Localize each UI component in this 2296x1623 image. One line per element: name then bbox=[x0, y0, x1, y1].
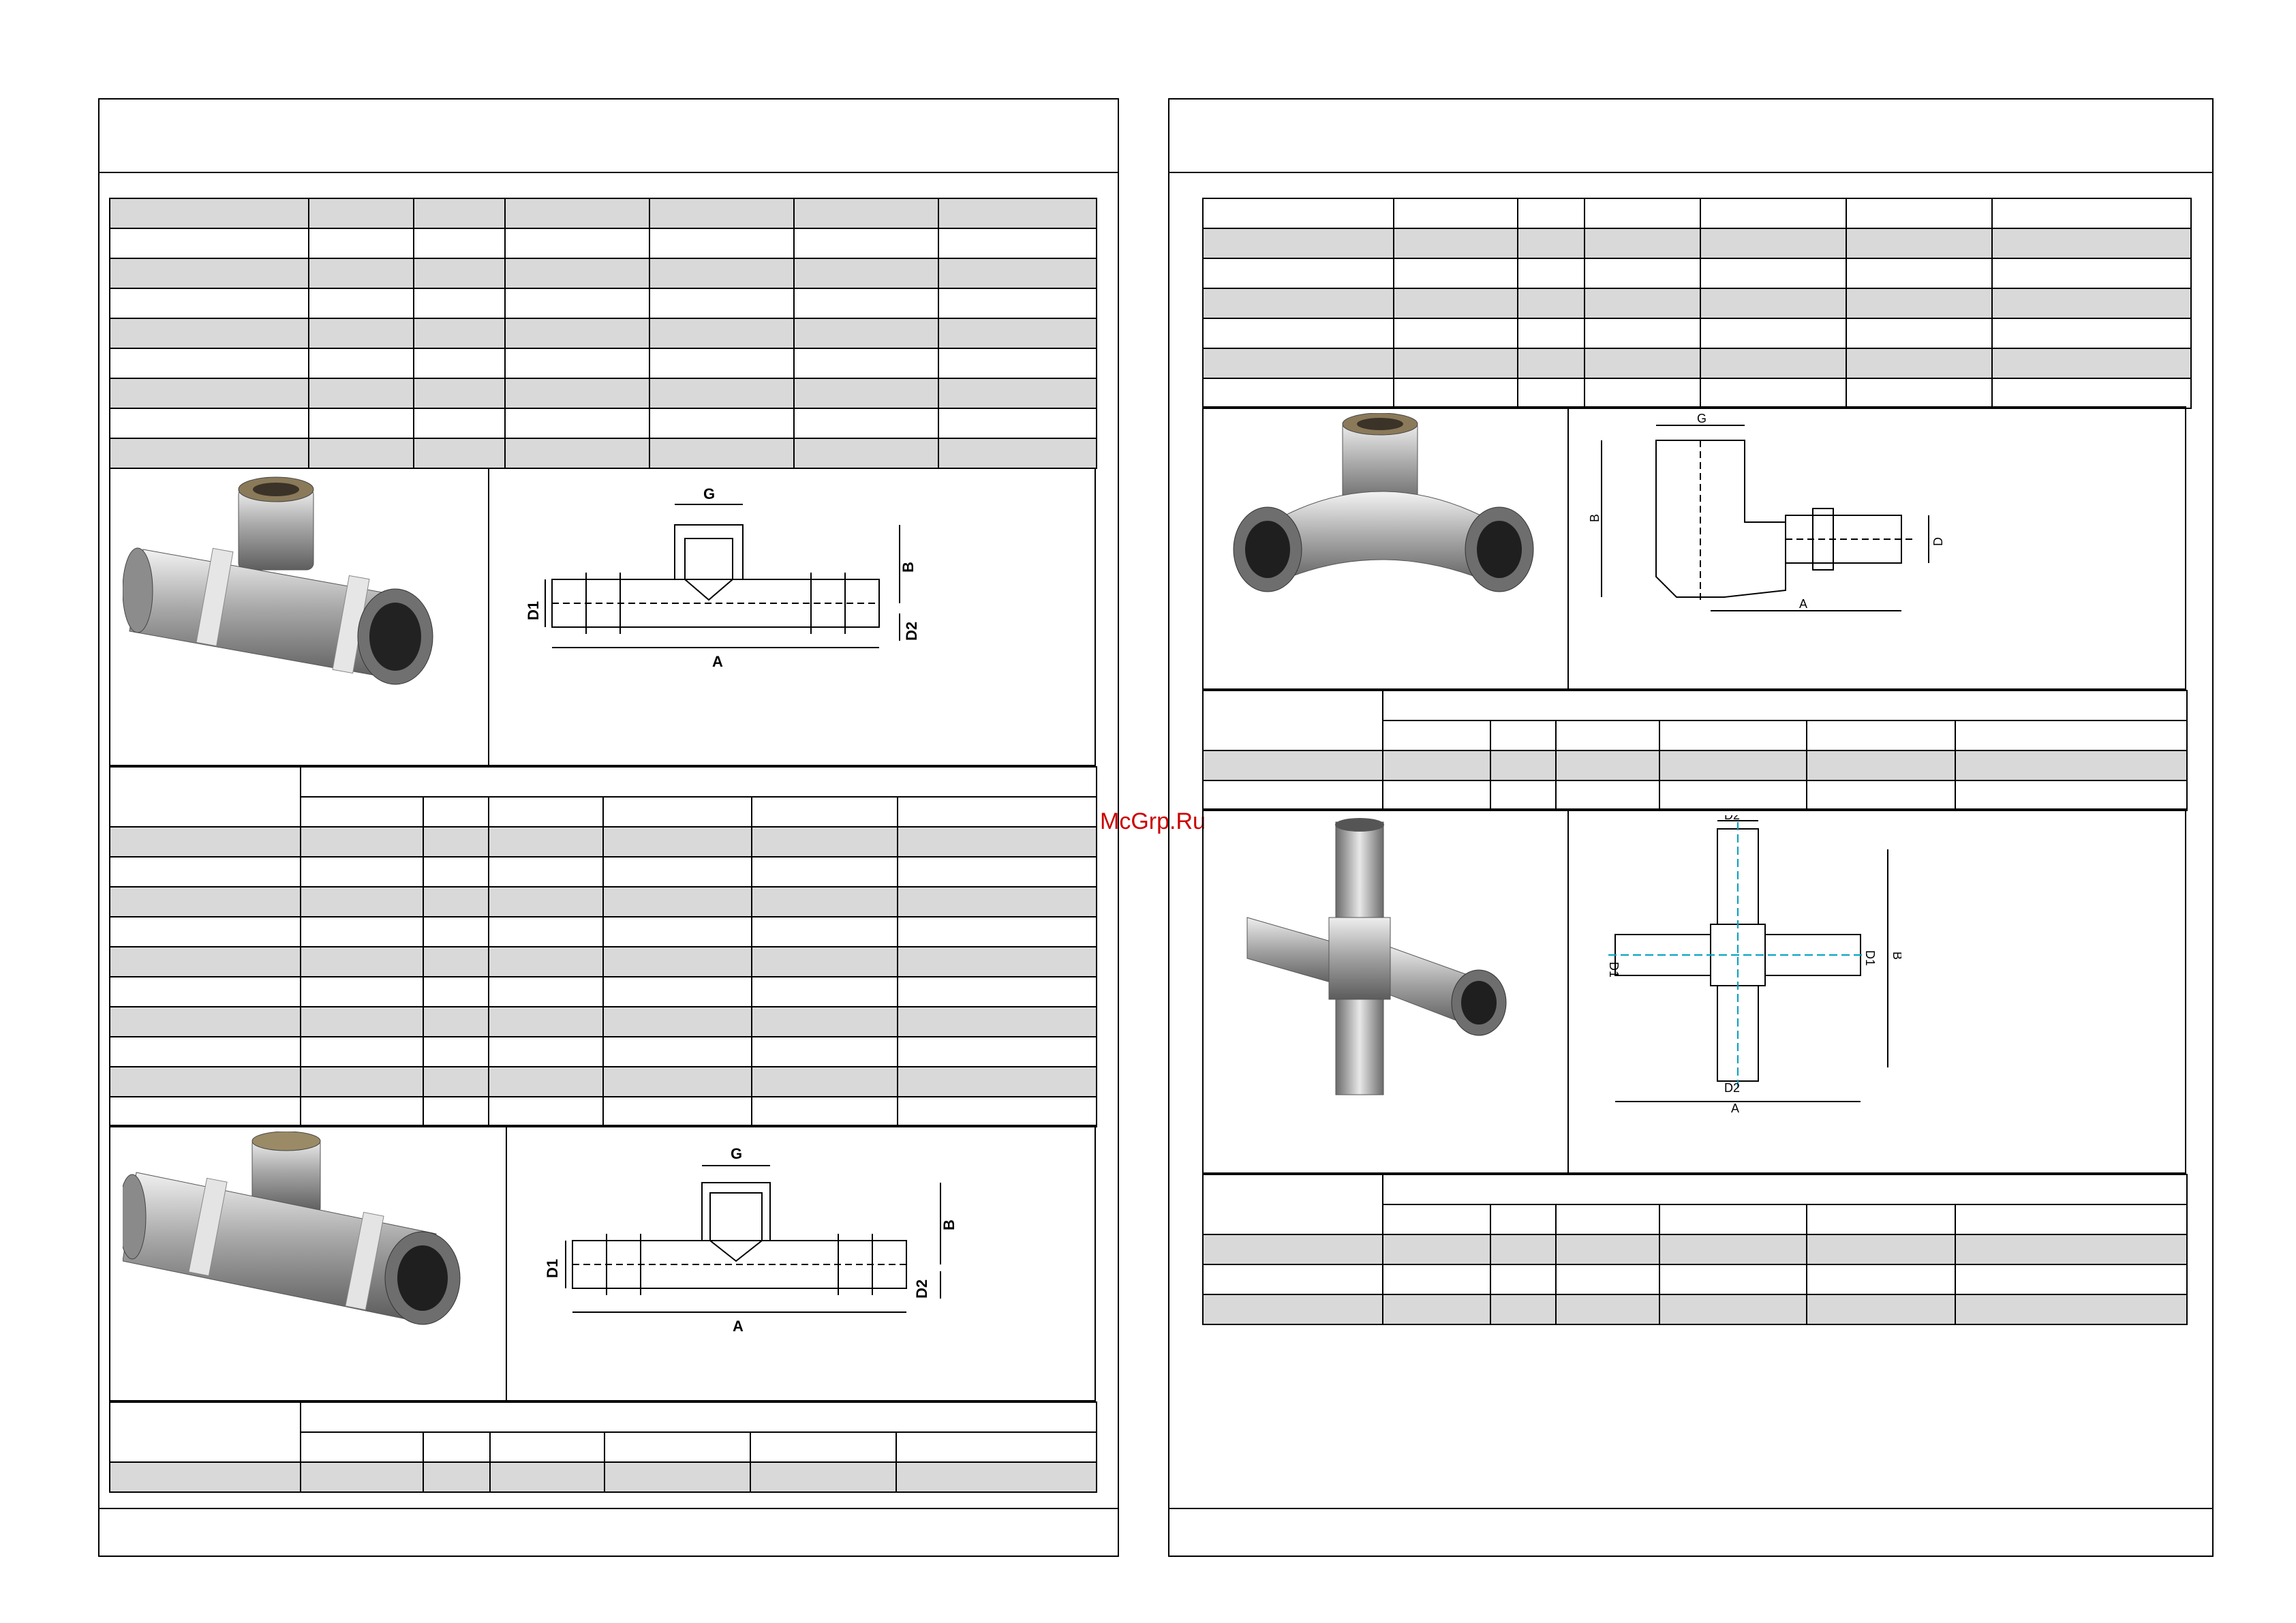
left-table-2 bbox=[109, 766, 1098, 1127]
right-page-header-rule bbox=[1168, 172, 2214, 173]
table-row bbox=[1202, 318, 2192, 349]
dim-d1-label: D1 bbox=[525, 601, 542, 620]
table-row bbox=[109, 826, 1098, 858]
tee-male-drawing: G B D1 D2 A bbox=[544, 1145, 958, 1335]
tee-female-photo bbox=[123, 476, 433, 685]
dim-a-label: A bbox=[1799, 597, 1807, 611]
table-row bbox=[1202, 1264, 2188, 1295]
dim-a-label: A bbox=[1731, 1102, 1739, 1115]
table-row bbox=[1203, 720, 2188, 751]
table-row bbox=[109, 198, 1097, 229]
table-row bbox=[109, 856, 1098, 888]
table-row bbox=[109, 288, 1097, 319]
tee-female-divider bbox=[488, 468, 489, 766]
table-row bbox=[109, 886, 1098, 917]
table-row bbox=[1202, 1174, 2188, 1235]
table-row bbox=[109, 1096, 1098, 1127]
table-row bbox=[109, 378, 1097, 409]
watermark: McGrp.Ru bbox=[1100, 808, 1206, 834]
tee-female-block bbox=[109, 468, 1096, 766]
elbow-photo bbox=[1233, 413, 1534, 592]
dim-g-label: G bbox=[731, 1145, 742, 1162]
table-row bbox=[109, 258, 1097, 289]
table-row bbox=[109, 976, 1098, 1007]
dim-b-label: B bbox=[1588, 514, 1602, 522]
dim-g-label: G bbox=[1697, 413, 1706, 425]
dim-b-label: B bbox=[1891, 952, 1901, 960]
table-row bbox=[1203, 1204, 2188, 1235]
tee-male-photo bbox=[123, 1132, 461, 1325]
table-row bbox=[109, 438, 1097, 469]
table-row bbox=[1202, 228, 2192, 259]
dim-d2-bottom-label: D2 bbox=[1724, 1081, 1740, 1095]
dim-g-label: G bbox=[703, 485, 715, 502]
table-row bbox=[109, 408, 1097, 439]
table-row bbox=[110, 796, 1098, 828]
table-row bbox=[109, 1401, 1098, 1463]
dim-d1-left-label: D1 bbox=[1607, 962, 1621, 977]
table-row bbox=[1202, 348, 2192, 379]
table-row bbox=[1202, 750, 2188, 781]
table-row bbox=[109, 1036, 1098, 1067]
right-table-1 bbox=[1202, 198, 2192, 409]
dim-b-label: B bbox=[900, 562, 917, 573]
table-row bbox=[1202, 690, 2188, 751]
cross-divider bbox=[1567, 808, 1569, 1174]
table-row bbox=[109, 318, 1097, 349]
dim-d2-label: D2 bbox=[903, 622, 920, 641]
left-page-footer-rule bbox=[98, 1508, 1119, 1509]
tee-female-drawing: G B D1 D2 A bbox=[525, 485, 920, 670]
tee-male-block bbox=[109, 1125, 1096, 1401]
table-row bbox=[109, 1006, 1098, 1037]
right-page-footer-rule bbox=[1168, 1508, 2214, 1509]
table-row bbox=[1202, 288, 2192, 319]
dim-a-label: A bbox=[733, 1318, 744, 1335]
table-row bbox=[1202, 378, 2192, 409]
table-row bbox=[109, 348, 1097, 379]
table-row bbox=[1202, 258, 2192, 289]
elbow-divider bbox=[1567, 406, 1569, 690]
left-table-3 bbox=[109, 1401, 1098, 1493]
cross-photo bbox=[1246, 818, 1507, 1095]
left-page-frame bbox=[98, 98, 1119, 1557]
right-page-frame bbox=[1168, 98, 2214, 1557]
left-page-header-rule bbox=[98, 172, 1119, 173]
table-row bbox=[109, 1461, 1098, 1493]
table-row bbox=[109, 916, 1098, 947]
table-row bbox=[1202, 1234, 2188, 1265]
right-table-2 bbox=[1202, 690, 2188, 811]
dim-d2-label: D2 bbox=[913, 1279, 930, 1299]
tee-male-divider bbox=[506, 1125, 507, 1401]
table-row bbox=[1202, 198, 2192, 229]
cross-drawing: D2 D2 D1 D1 B A bbox=[1607, 815, 1901, 1115]
dim-d1-label: D1 bbox=[544, 1259, 561, 1278]
table-row bbox=[1202, 780, 2188, 811]
right-table-3 bbox=[1202, 1174, 2188, 1325]
dim-d-label: D bbox=[1931, 537, 1945, 546]
table-row bbox=[109, 1066, 1098, 1097]
dim-d2-top-label: D2 bbox=[1724, 815, 1740, 822]
elbow-block bbox=[1202, 406, 2186, 690]
dim-b-label: B bbox=[940, 1219, 958, 1230]
table-row bbox=[109, 946, 1098, 977]
table-row bbox=[109, 228, 1097, 259]
table-row bbox=[109, 766, 1098, 828]
cross-block bbox=[1202, 808, 2186, 1174]
dim-d1-right-label: D1 bbox=[1863, 950, 1877, 966]
elbow-drawing: G B D A bbox=[1588, 413, 1945, 611]
left-table-1 bbox=[109, 198, 1097, 469]
table-row bbox=[110, 1431, 1098, 1463]
table-row bbox=[1202, 1294, 2188, 1325]
dim-a-label: A bbox=[712, 653, 723, 670]
